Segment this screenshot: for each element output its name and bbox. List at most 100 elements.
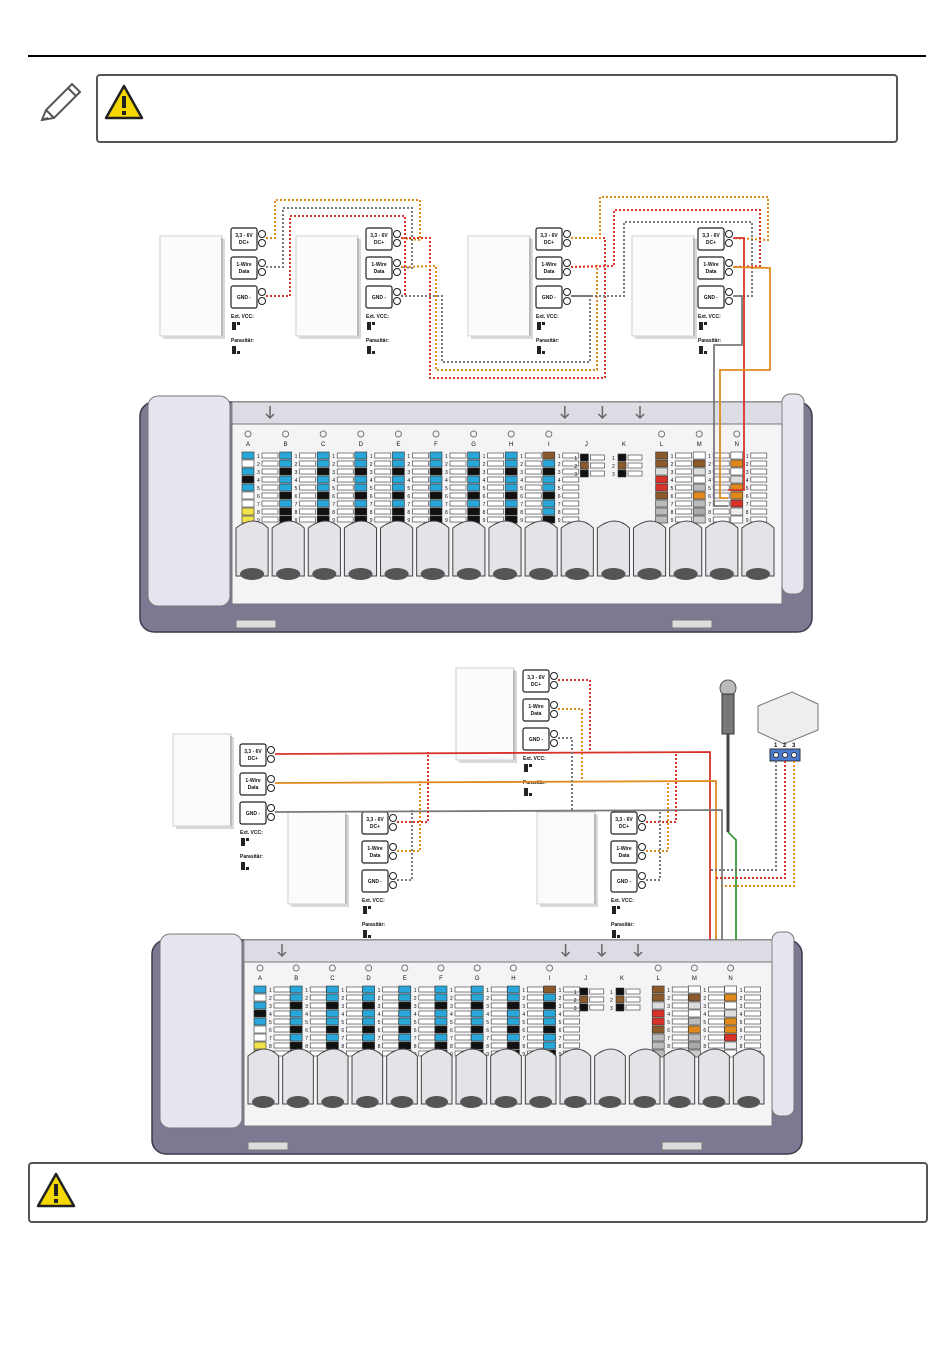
terminal-clamp: [655, 507, 668, 516]
terminal-column-letter: F: [439, 976, 443, 982]
terminal-clamp: [470, 1033, 484, 1042]
screw-terminal: [389, 881, 397, 889]
terminal-slot: [524, 460, 542, 467]
terminal-number: 2: [332, 462, 335, 468]
terminal-label-box: [610, 840, 638, 864]
ext-vcc-label: Ext. VCC:: [698, 314, 721, 320]
jumper-icon: [232, 346, 236, 354]
valve-socket: [452, 520, 486, 577]
terminal-number: 4: [486, 1012, 489, 1018]
terminal-slot: [527, 1042, 544, 1049]
wire-dc-link: [401, 237, 606, 379]
terminal-slot: [527, 1034, 544, 1041]
terminal-number: 4: [559, 1012, 562, 1018]
terminal-slot: [627, 454, 643, 461]
terminal-slot: [487, 460, 504, 467]
terminal-number: 8: [703, 1044, 706, 1050]
terminal-number: 8: [746, 510, 749, 516]
terminal-clamp: [253, 1001, 267, 1010]
wire-dc-branch: [646, 752, 677, 823]
terminal-slot: [487, 484, 504, 491]
terminal-slot: [382, 1042, 399, 1049]
terminal-clamp: [470, 1017, 484, 1026]
terminal-clamp: [724, 985, 737, 994]
terminal-clamp: [392, 475, 405, 484]
terminal-clamp: [504, 459, 518, 468]
terminal-slot: [336, 516, 354, 523]
terminal-clamp: [354, 459, 368, 468]
terminal-slot: [261, 500, 279, 507]
vcc-label: 3,3 - 6V: [235, 233, 253, 239]
terminal-number: 9: [667, 1052, 670, 1058]
parasitar-label: Parasitär:: [536, 338, 559, 344]
terminal-number: 2: [407, 462, 410, 468]
terminal-number: 6: [522, 1028, 525, 1034]
screw-terminal: [638, 881, 646, 889]
valve-socket-hole: [460, 1096, 483, 1108]
wire-gnd-branch: [397, 810, 413, 881]
terminal-clamp: [651, 1041, 665, 1050]
terminal-slot: [589, 988, 605, 995]
terminal-clamp: [724, 1009, 737, 1018]
wire-gnd-trunk: [274, 809, 723, 1006]
terminal-number: 2: [450, 996, 453, 1002]
terminal-slot: [261, 484, 279, 491]
terminal-slot: [744, 986, 761, 993]
terminal-number: 8: [269, 1044, 272, 1050]
screw-terminal: [638, 843, 646, 851]
mount-screw-icon: [401, 964, 409, 972]
terminal-clamp: [326, 1049, 339, 1058]
terminal-label-box: [610, 811, 638, 835]
terminal-clamp: [542, 491, 556, 500]
terminal-slot: [412, 484, 429, 491]
terminal-slot: [524, 468, 542, 475]
terminal-slot: [374, 484, 392, 491]
terminal-number: 3: [559, 1004, 562, 1010]
terminal-number: 6: [378, 1028, 381, 1034]
valve-socket-hole: [492, 568, 518, 580]
terminal-slot: [382, 1010, 399, 1017]
terminal-column-letter: E: [403, 976, 407, 982]
warning-icon: [36, 1172, 76, 1208]
terminal-slot: [527, 1026, 544, 1033]
jumper-icon: [699, 346, 703, 354]
rail-arrow-icon: [277, 944, 287, 958]
valve-socket: [271, 520, 305, 577]
wire-dc-branch: [558, 679, 591, 752]
terminal-slot: [273, 986, 291, 993]
terminal-slot: [671, 1042, 689, 1049]
terminal-label-box: [535, 285, 563, 309]
terminal-slot: [449, 516, 467, 523]
terminal-slot: [675, 476, 692, 483]
mount-screw-icon: [437, 964, 445, 972]
valve-socket: [235, 520, 269, 577]
terminal-slot: [382, 1034, 399, 1041]
screw-terminal: [563, 288, 571, 296]
terminal-slot: [309, 986, 327, 993]
mount-screw-icon: [727, 964, 735, 972]
terminal-number: 3: [486, 1004, 489, 1010]
terminal-clamp: [688, 1025, 701, 1034]
terminal-number: 6: [269, 1028, 272, 1034]
terminal-slot: [671, 986, 689, 993]
terminal-number: 9: [740, 1052, 743, 1058]
mount-screw-icon: [658, 430, 666, 438]
terminal-number: 5: [703, 1020, 706, 1026]
data-label: Data: [239, 269, 250, 275]
terminal-number: 6: [483, 494, 486, 500]
terminal-number: 3: [378, 1004, 381, 1010]
screw-terminal: [725, 288, 733, 296]
valve-socket-hole: [598, 1096, 622, 1108]
screw-terminal: [389, 814, 397, 822]
terminal-slot: [625, 1004, 641, 1011]
terminal-label-box: [365, 227, 393, 251]
terminal-number: 8: [667, 1044, 670, 1050]
terminal-label-box: [697, 227, 725, 251]
terminal-slot: [273, 1034, 291, 1041]
ext-vcc-label: Ext. VCC:: [523, 756, 546, 762]
terminal-clamp: [504, 451, 518, 460]
terminal-clamp: [253, 1025, 267, 1034]
valve-socket-hole: [425, 1096, 448, 1108]
terminal-label-box: [522, 698, 550, 722]
screw-terminal: [393, 288, 401, 296]
